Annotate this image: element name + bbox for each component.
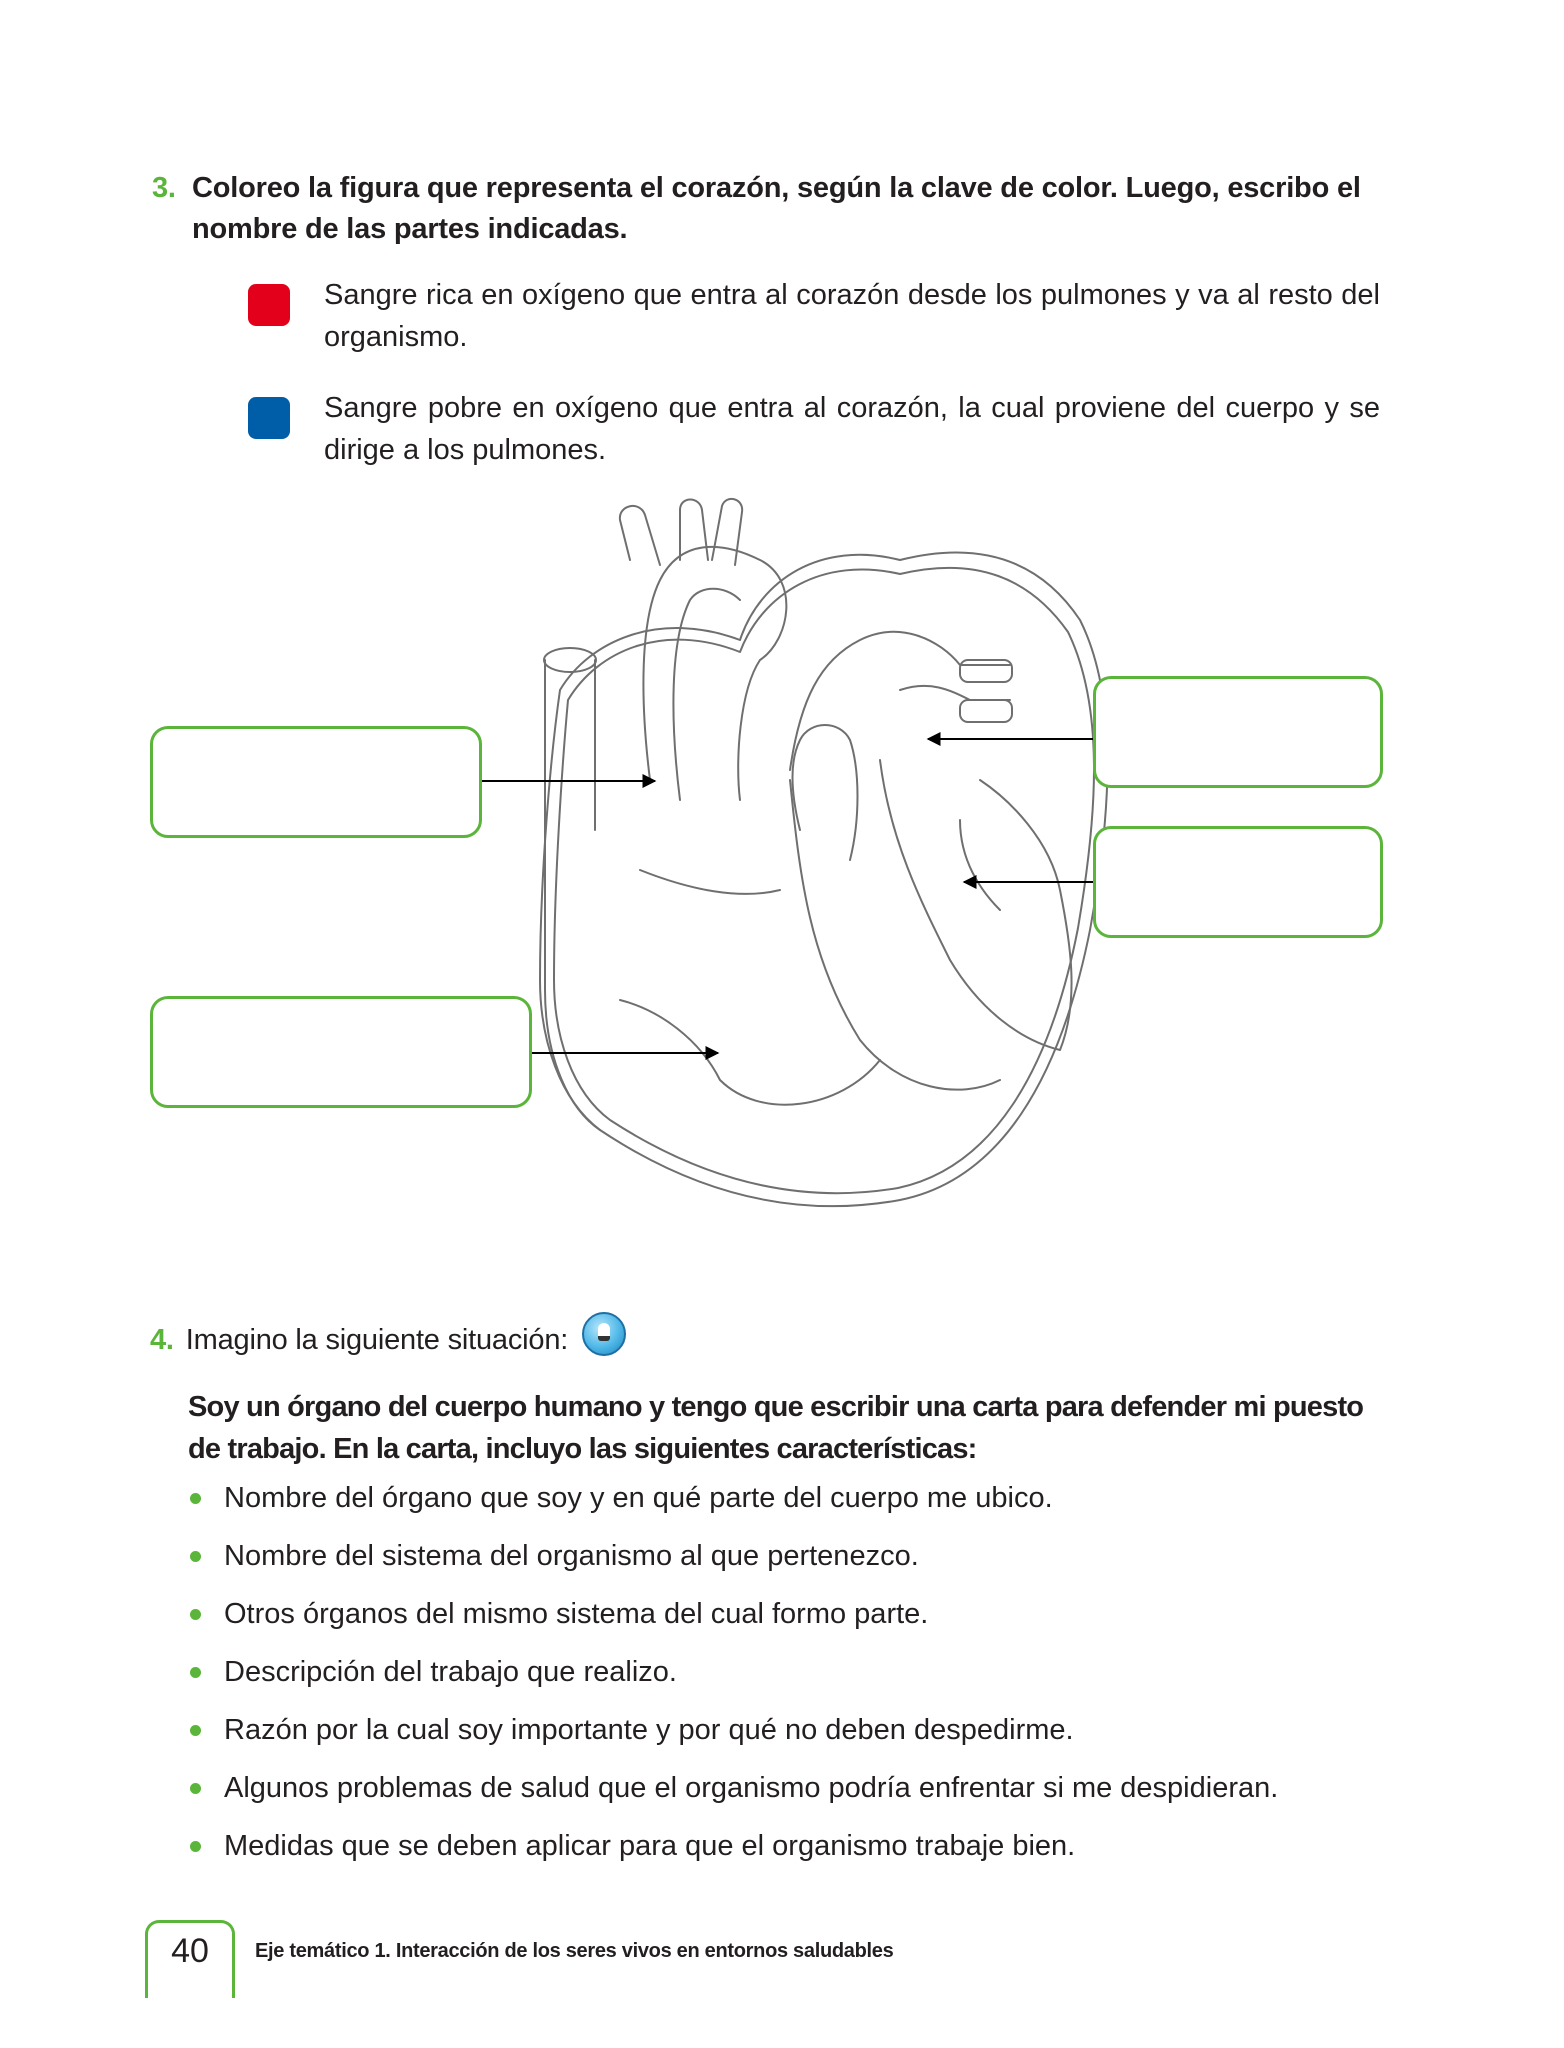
- list-item: Descripción del trabajo que realizo.: [188, 1652, 1390, 1692]
- question-3-title: 3. Coloreo la figura que representa el c…: [152, 168, 1382, 250]
- question-number: 3.: [152, 168, 176, 209]
- bullet-icon: [190, 1609, 201, 1620]
- septum: [790, 780, 1000, 1090]
- characteristics-list: Nombre del órgano que soy y en qué parte…: [188, 1478, 1390, 1866]
- page-number: 40: [145, 1920, 235, 1980]
- list-item-text: Nombre del órgano que soy y en qué parte…: [224, 1482, 1053, 1514]
- color-key-red: Sangre rica en oxígeno que entra al cora…: [248, 274, 1380, 358]
- tab-border: [145, 1980, 148, 1998]
- aorta: [643, 547, 786, 800]
- question-4-intro: Soy un órgano del cuerpo humano y tengo …: [188, 1386, 1390, 1470]
- list-item: Medidas que se deben aplicar para que el…: [188, 1826, 1390, 1866]
- question-4: 4. Imagino la siguiente situación: Soy u…: [150, 1318, 1390, 1884]
- question-text: Imagino la siguiente situación:: [186, 1320, 568, 1360]
- list-item: Razón por la cual soy importante y por q…: [188, 1710, 1390, 1750]
- question-4-title: 4. Imagino la siguiente situación:: [150, 1318, 1390, 1362]
- left-ventricle: [880, 760, 1072, 1050]
- red-swatch[interactable]: [248, 284, 290, 326]
- color-key-text: Sangre pobre en oxígeno que entra al cor…: [324, 387, 1380, 471]
- bullet-icon: [190, 1725, 201, 1736]
- list-item: Nombre del órgano que soy y en qué parte…: [188, 1478, 1390, 1518]
- blue-swatch[interactable]: [248, 397, 290, 439]
- bullet-icon: [190, 1841, 201, 1852]
- bullet-icon: [190, 1551, 201, 1562]
- label-box-right-top[interactable]: [1093, 676, 1383, 788]
- footer-text: Eje temático 1. Interacción de los seres…: [255, 1940, 893, 1963]
- bullet-icon: [190, 1667, 201, 1678]
- tab-border: [232, 1980, 235, 1998]
- list-item: Otros órganos del mismo sistema del cual…: [188, 1594, 1390, 1634]
- bullet-icon: [190, 1493, 201, 1504]
- label-box-right-bottom[interactable]: [1093, 826, 1383, 938]
- question-text: Coloreo la figura que representa el cora…: [192, 168, 1382, 250]
- list-item-text: Otros órganos del mismo sistema del cual…: [224, 1598, 928, 1630]
- question-number: 4.: [150, 1320, 174, 1360]
- lightbulb-icon: [582, 1312, 626, 1356]
- color-key-text: Sangre rica en oxígeno que entra al cora…: [324, 274, 1380, 358]
- list-item-text: Algunos problemas de salud que el organi…: [224, 1772, 1278, 1804]
- label-box-left-bottom[interactable]: [150, 996, 532, 1108]
- list-item: Nombre del sistema del organismo al que …: [188, 1536, 1390, 1576]
- list-item-text: Nombre del sistema del organismo al que …: [224, 1540, 919, 1572]
- list-item-text: Descripción del trabajo que realizo.: [224, 1656, 677, 1688]
- list-item-text: Medidas que se deben aplicar para que el…: [224, 1830, 1075, 1862]
- bullet-icon: [190, 1783, 201, 1794]
- list-item-text: Razón por la cual soy importante y por q…: [224, 1714, 1074, 1746]
- list-item: Algunos problemas de salud que el organi…: [188, 1768, 1390, 1808]
- label-box-left-top[interactable]: [150, 726, 482, 838]
- color-key-blue: Sangre pobre en oxígeno que entra al cor…: [248, 387, 1380, 471]
